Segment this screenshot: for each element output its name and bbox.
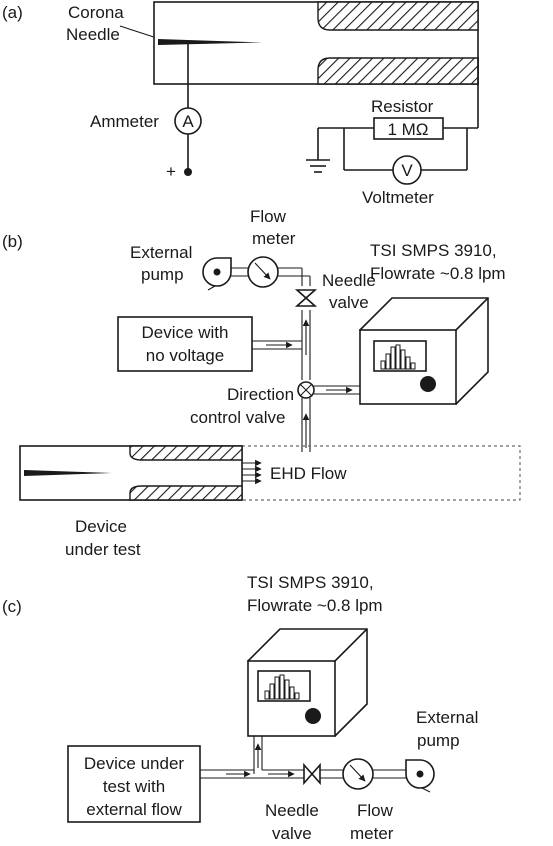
corona-label-line2: Needle — [66, 25, 120, 44]
pump-label-line1: External — [130, 243, 192, 262]
pump-c-icon — [405, 759, 435, 793]
positive-terminal — [184, 168, 192, 176]
dut-lower-electrode — [129, 485, 243, 501]
dut-external-line2: test with — [103, 777, 165, 796]
smps-c-knob — [305, 708, 321, 724]
needle-valve-c-label-line2: valve — [272, 824, 312, 843]
panel-c: (c) TSI SMPS 3910, Flowrate ~0.8 lpm Dev… — [2, 573, 478, 843]
panel-a: (a) Corona Needle A Ammeter + 1 MΩ Resis… — [2, 1, 479, 207]
dut-corona-needle — [24, 470, 112, 476]
pump-label-line2: pump — [141, 265, 184, 284]
pump-c-label-line1: External — [416, 708, 478, 727]
resistor-value: 1 MΩ — [387, 120, 428, 139]
plus-sign: + — [166, 162, 176, 181]
smps-label-line1: TSI SMPS 3910, — [370, 241, 497, 260]
ground-symbol — [306, 159, 330, 173]
dut-external-line3: external flow — [86, 800, 182, 819]
needle-valve-label-line1: Needle — [322, 271, 376, 290]
needle-valve-c-label-line1: Needle — [265, 801, 319, 820]
panel-b-tag: (b) — [2, 232, 23, 251]
smps-c-histogram — [264, 674, 300, 700]
panel-b: (b) External pump Flow meter Needle valv… — [2, 207, 521, 559]
smps-histogram — [380, 344, 416, 370]
dut-external-line1: Device under — [84, 754, 185, 773]
pump-c-label-line2: pump — [417, 731, 460, 750]
flowmeter-c-icon — [342, 758, 374, 790]
dut-upper-electrode — [129, 445, 243, 461]
lower-hatched-electrode — [317, 57, 479, 85]
needle-valve-icon — [294, 289, 318, 307]
needle-valve-c-icon — [303, 762, 321, 786]
device-no-voltage-line1: Device with — [142, 323, 229, 342]
flowmeter-label-line1: Flow — [250, 207, 287, 226]
smps-c-label-line2: Flowrate ~0.8 lpm — [247, 596, 383, 615]
ammeter-label: Ammeter — [90, 112, 159, 131]
pump-icon — [202, 257, 232, 291]
dut-external-flow-box — [67, 745, 201, 823]
direction-control-valve-icon — [297, 381, 315, 399]
flowmeter-c-label-line1: Flow — [357, 801, 394, 820]
smps-c-instrument — [246, 628, 368, 738]
dcv-label-line2: control valve — [190, 408, 285, 427]
resistor-label: Resistor — [371, 97, 434, 116]
smps-label-line2: Flowrate ~0.8 lpm — [370, 264, 506, 283]
panel-c-tag: (c) — [2, 597, 22, 616]
smps-instrument — [358, 297, 489, 406]
corona-label-line1: Corona — [68, 3, 124, 22]
flowmeter-icon — [247, 256, 279, 288]
voltmeter-label: Voltmeter — [362, 188, 434, 207]
ehd-flow-label: EHD Flow — [270, 464, 347, 483]
voltmeter-letter: V — [401, 161, 413, 180]
dut-label-line1: Device — [75, 517, 127, 536]
smps-knob — [420, 376, 436, 392]
flowmeter-label-line2: meter — [252, 229, 296, 248]
dut-label-line2: under test — [65, 540, 141, 559]
ehd-flow-arrows — [242, 459, 262, 485]
corona-needle — [158, 39, 262, 45]
smps-c-label-line1: TSI SMPS 3910, — [247, 573, 374, 592]
needle-valve-label-line2: valve — [329, 293, 369, 312]
voltmeter-symbol — [392, 155, 422, 185]
device-no-voltage-box — [117, 316, 253, 372]
flowmeter-c-label-line2: meter — [350, 824, 394, 843]
device-no-voltage-line2: no voltage — [146, 346, 224, 365]
ammeter-letter: A — [182, 112, 194, 131]
upper-hatched-electrode — [317, 1, 479, 31]
panel-a-tag: (a) — [2, 3, 23, 22]
dcv-label-line1: Direction — [227, 385, 294, 404]
